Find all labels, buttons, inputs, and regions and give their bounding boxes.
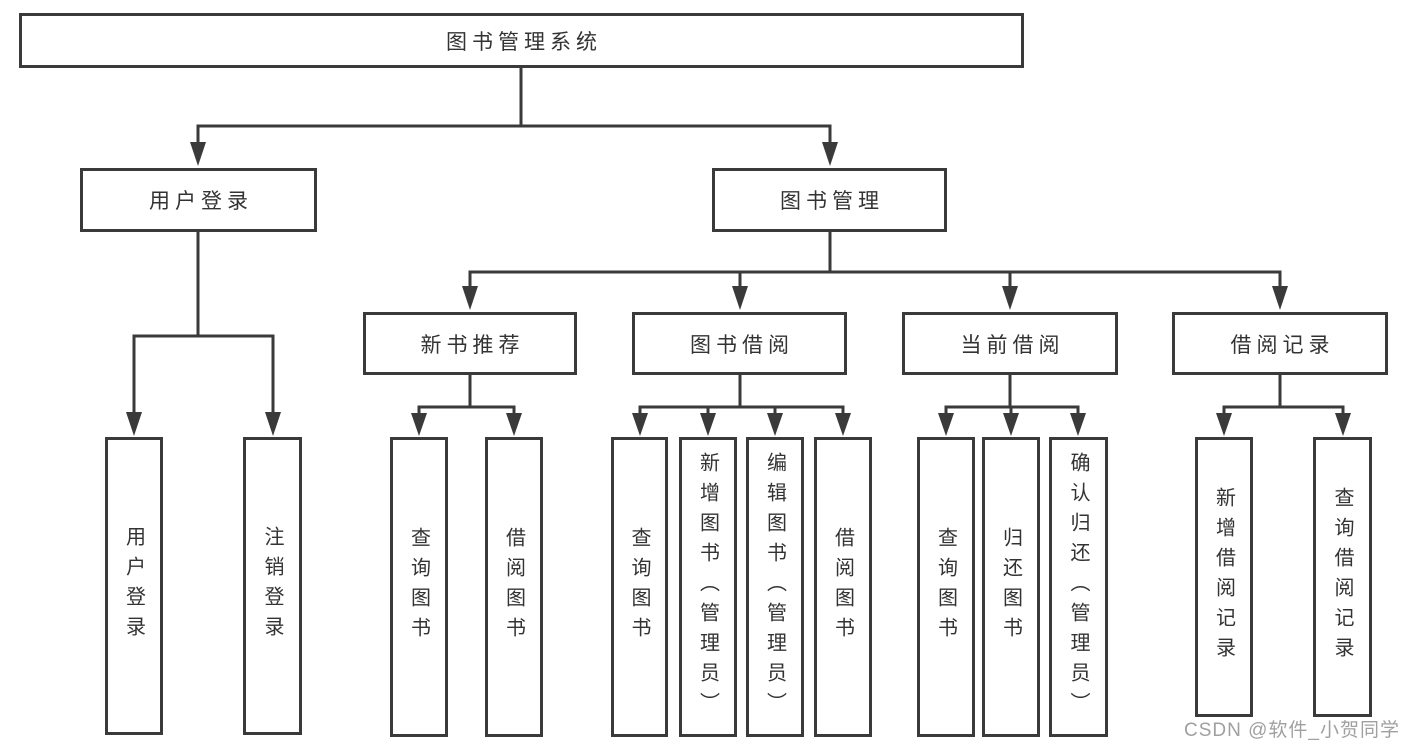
leaf-recommend-query-books: 查询图书 (390, 437, 448, 737)
leaf-recommend-borrow-books-label: 借阅图书 (502, 527, 525, 647)
node-new-book-recommend: 新书推荐 (363, 312, 577, 375)
leaf-logout-label: 注销登录 (261, 526, 283, 646)
node-book-borrowing: 图书借阅 (632, 312, 847, 375)
node-root-label: 图书管理系统 (446, 30, 602, 54)
leaf-recommend-borrow-books: 借阅图书 (485, 437, 543, 737)
node-current-borrowing-label: 当前借阅 (960, 333, 1065, 357)
node-borrowing-records: 借阅记录 (1172, 312, 1388, 375)
leaf-records-query-record: 查询借阅记录 (1313, 437, 1372, 717)
node-user-login: 用户登录 (80, 168, 317, 232)
leaf-records-add-record-label: 新增借阅记录 (1212, 487, 1235, 667)
leaf-borrow-add-books-admin: 新增图书（管理员） (679, 437, 737, 737)
node-book-borrowing-label: 图书借阅 (690, 333, 794, 357)
leaf-logout: 注销登录 (243, 437, 302, 735)
leaf-recommend-query-books-label: 查询图书 (407, 527, 430, 647)
leaf-borrow-query-books-label: 查询图书 (628, 527, 650, 647)
leaf-user-login: 用户登录 (105, 437, 163, 735)
leaf-current-confirm-return-admin: 确认归还（管理员） (1049, 437, 1108, 737)
leaf-current-query-books-label: 查询图书 (934, 527, 957, 647)
csdn-watermark: CSDN @软件_小贺同学 (1184, 720, 1400, 741)
leaf-current-return-books-label: 归还图书 (999, 527, 1022, 647)
node-book-management: 图书管理 (712, 168, 947, 232)
leaf-current-confirm-return-admin-label: 确认归还（管理员） (1067, 452, 1089, 722)
leaf-borrow-edit-books-admin: 编辑图书（管理员） (746, 437, 804, 737)
leaf-current-query-books: 查询图书 (917, 437, 975, 737)
leaf-current-return-books: 归还图书 (982, 437, 1040, 737)
leaf-borrow-borrow-books: 借阅图书 (814, 437, 872, 737)
node-borrowing-records-label: 借阅记录 (1230, 333, 1335, 357)
leaf-borrow-borrow-books-label: 借阅图书 (831, 527, 854, 647)
leaf-records-query-record-label: 查询借阅记录 (1331, 487, 1353, 667)
leaf-borrow-add-books-admin-label: 新增图书（管理员） (696, 452, 719, 722)
node-book-management-label: 图书管理 (780, 190, 884, 213)
leaf-borrow-edit-books-admin-label: 编辑图书（管理员） (763, 452, 786, 722)
node-new-book-recommend-label: 新书推荐 (420, 333, 525, 357)
node-user-login-label: 用户登录 (149, 190, 253, 213)
leaf-borrow-query-books: 查询图书 (611, 437, 668, 737)
leaf-records-add-record: 新增借阅记录 (1195, 437, 1253, 717)
node-current-borrowing: 当前借阅 (902, 312, 1118, 375)
node-root: 图书管理系统 (19, 13, 1024, 68)
leaf-user-login-label: 用户登录 (122, 526, 145, 646)
